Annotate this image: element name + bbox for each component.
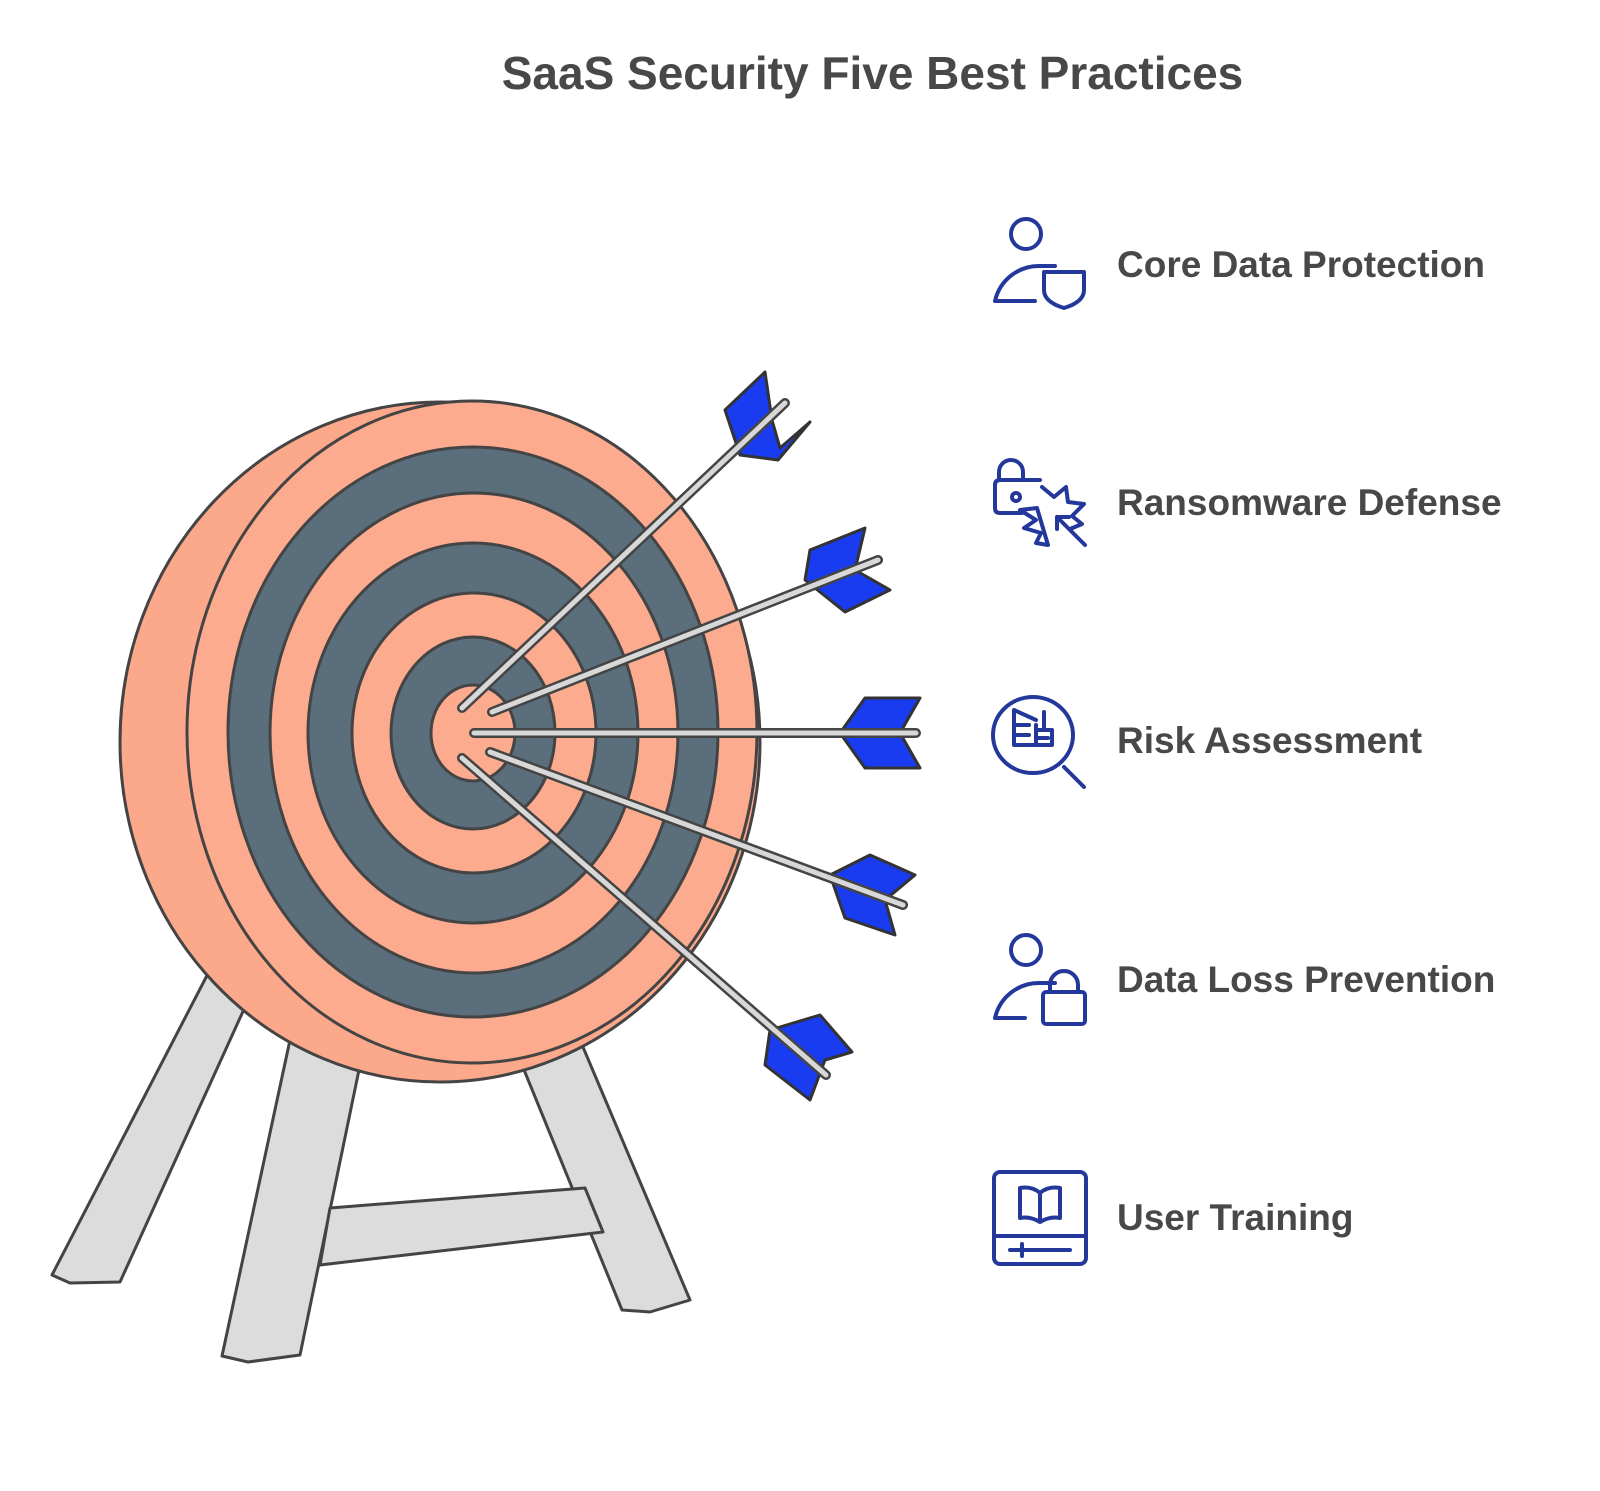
label-risk-assessment: Risk Assessment <box>1117 720 1423 761</box>
lock-burst-icon <box>993 458 1087 547</box>
arrow-1 <box>457 370 812 713</box>
arrows <box>457 370 922 1102</box>
arrow-3 <box>469 696 922 770</box>
label-ransomware-defense: Ransomware Defense <box>1117 482 1502 523</box>
page-title: SaaS Security Five Best Practices <box>501 47 1244 99</box>
label-data-loss-prevention: Data Loss Prevention <box>1117 959 1496 1000</box>
label-user-training: User Training <box>1117 1197 1354 1238</box>
magnifier-chart-icon <box>991 695 1086 789</box>
arrow-5 <box>457 753 854 1102</box>
crossbar <box>318 1186 605 1267</box>
user-lock-icon <box>993 933 1087 1026</box>
arrow-2 <box>487 526 892 717</box>
leg-front-left <box>220 1038 362 1364</box>
leg-back-left <box>50 958 257 1285</box>
easel-legs <box>50 958 692 1364</box>
target <box>118 399 762 1084</box>
leg-right <box>518 1038 692 1314</box>
label-core-data-protection: Core Data Protection <box>1117 244 1486 285</box>
book-screen-icon <box>992 1170 1088 1266</box>
user-shield-icon <box>993 217 1086 310</box>
arrow-4 <box>485 747 917 937</box>
